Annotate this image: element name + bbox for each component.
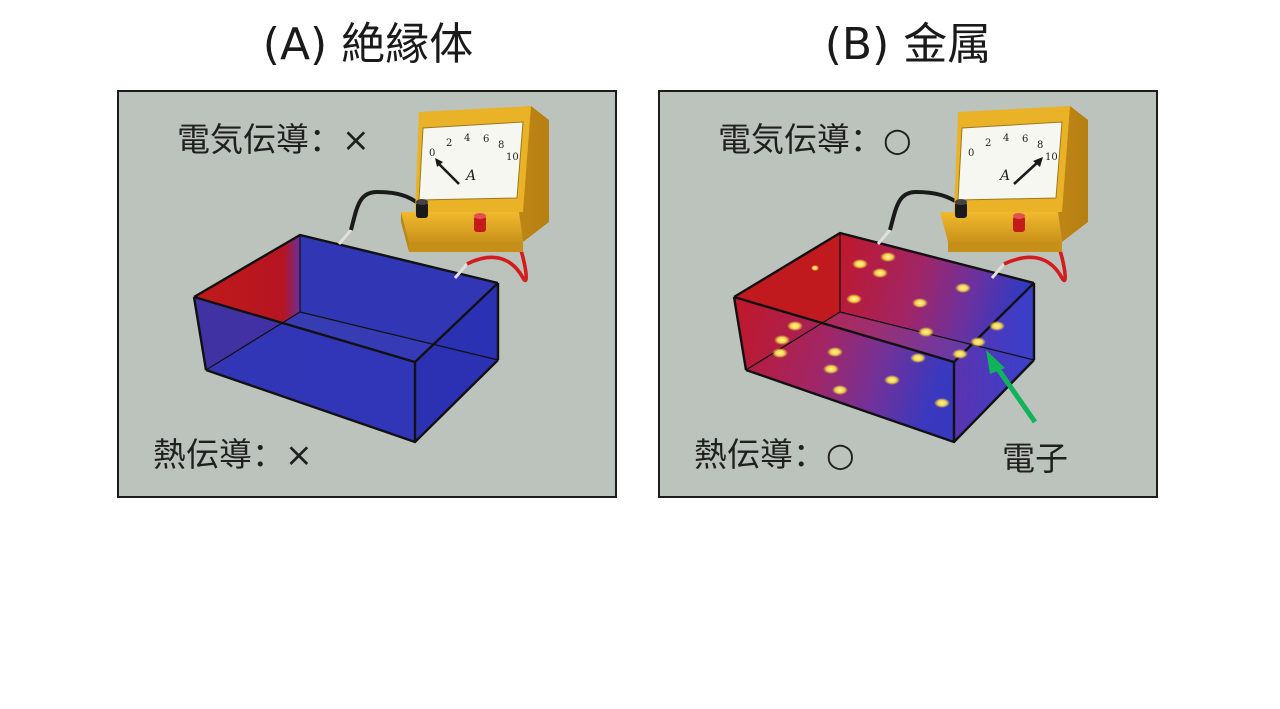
- insulator-illustration: 0 2 4 6 8 10 A: [192, 106, 549, 444]
- terminal-black-top: [955, 199, 967, 205]
- electron: [989, 321, 1005, 331]
- scale-label-2: 2: [985, 138, 991, 149]
- terminal-red-top: [474, 213, 486, 219]
- electron: [774, 335, 790, 345]
- ammeter-unit-label: A: [464, 168, 476, 184]
- ammeter-base-front: [409, 242, 523, 252]
- electron: [827, 347, 843, 357]
- electron: [910, 353, 926, 363]
- terminal-black: [416, 202, 428, 218]
- electric-conduction-label: 電気伝導：×: [177, 120, 370, 159]
- terminal-red: [474, 216, 486, 232]
- box-back-face: [840, 233, 1034, 360]
- electron: [787, 321, 803, 331]
- electron: [832, 385, 848, 395]
- insulator-panel: 0 2 4 6 8 10 A 電気伝導：× 熱伝導：×: [117, 90, 617, 498]
- metal-panel: 0 2 4 6 8 10 A 電気伝導：○ 熱伝導：○ 電子: [658, 90, 1158, 498]
- ammeter-needle-head: [435, 158, 443, 167]
- electron: [955, 283, 971, 293]
- electron: [884, 375, 900, 385]
- electron: [970, 337, 986, 347]
- electron-label: 電子: [1002, 439, 1068, 478]
- arrow-shaft: [993, 364, 1038, 424]
- electron: [823, 364, 839, 374]
- black-wire: [888, 189, 962, 231]
- scale-label-0: 0: [429, 148, 435, 159]
- probe-red-tip: [990, 263, 1006, 279]
- ammeter-dial: [957, 121, 1063, 201]
- scale-label-8: 8: [498, 140, 504, 151]
- scale-label-4: 4: [464, 133, 470, 144]
- black-wire: [349, 189, 421, 231]
- terminal-black: [955, 202, 967, 218]
- panel-b-title: (B) 金属: [824, 19, 992, 70]
- thermal-conduction-label: 熱伝導：○: [694, 435, 855, 474]
- electron: [934, 398, 950, 408]
- scale-label-4: 4: [1003, 133, 1009, 144]
- probe-black-tip: [876, 229, 892, 245]
- electron-pointer-arrow: [986, 350, 1038, 424]
- scale-label-10: 10: [1045, 152, 1058, 163]
- panel-a-title: (A) 絶縁体: [262, 19, 474, 70]
- electron: [872, 268, 888, 278]
- ammeter-base-front: [948, 242, 1062, 252]
- box-edges: [192, 233, 500, 444]
- ammeter-unit-label: A: [998, 168, 1010, 184]
- ammeter-needle-head: [1033, 157, 1043, 167]
- ammeter-needle: [1013, 161, 1039, 185]
- scale-label-6: 6: [1022, 134, 1028, 145]
- box-edges: [732, 231, 1036, 444]
- electron: [852, 259, 868, 269]
- ammeter: 0 2 4 6 8 10 A: [401, 106, 549, 252]
- arrow-head: [986, 350, 1005, 374]
- insulator-box: [192, 229, 500, 444]
- electron: [918, 327, 934, 337]
- terminal-red: [1013, 216, 1025, 232]
- box-front-face: [194, 297, 415, 442]
- ammeter-base-top: [401, 212, 523, 242]
- electron: [952, 349, 968, 359]
- probe-black-tip: [337, 229, 353, 245]
- ammeter-scale: 0 2 4 6 8 10: [968, 133, 1058, 163]
- electron: [772, 348, 788, 358]
- scale-label-10: 10: [506, 152, 519, 163]
- terminal-black-top: [416, 199, 428, 205]
- ammeter-dial: [418, 121, 524, 201]
- ammeter-scale: 0 2 4 6 8 10: [429, 133, 519, 163]
- electron: [880, 252, 896, 262]
- electrons: [772, 252, 1005, 408]
- scale-label-6: 6: [483, 134, 489, 145]
- metal-illustration: 0 2 4 6 8 10 A: [732, 106, 1088, 444]
- electron: [811, 265, 819, 271]
- box-right-face: [415, 283, 498, 442]
- scale-label-0: 0: [968, 148, 974, 159]
- electron: [846, 294, 862, 304]
- ammeter-needle: [436, 161, 460, 185]
- scale-label-8: 8: [1037, 140, 1043, 151]
- probe-red-tip: [453, 263, 469, 279]
- ammeter-base-edge: [401, 212, 409, 252]
- electron: [912, 298, 928, 308]
- ammeter-base-top: [940, 212, 1062, 242]
- scale-label-2: 2: [446, 138, 452, 149]
- electric-conduction-label: 電気伝導：○: [718, 120, 912, 159]
- thermal-conduction-label: 熱伝導：×: [153, 435, 313, 474]
- box-front-face: [734, 297, 954, 442]
- ammeter: 0 2 4 6 8 10 A: [940, 106, 1088, 252]
- terminal-red-top: [1013, 213, 1025, 219]
- metal-box: [732, 229, 1036, 444]
